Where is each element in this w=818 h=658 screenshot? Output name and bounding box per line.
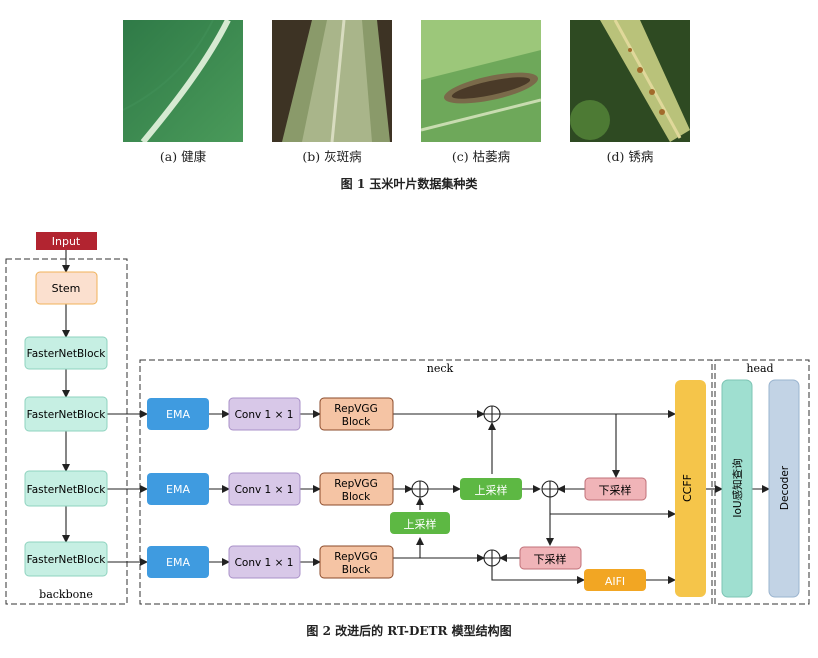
iou-query-block: IoU感知查询 [721, 379, 753, 598]
svg-text:FasterNetBlock: FasterNetBlock [27, 554, 107, 566]
figure2-caption: 图 2 改进后的 RT-DETR 模型结构图 [306, 624, 512, 638]
svg-text:FasterNetBlock: FasterNetBlock [27, 409, 107, 421]
aifi-block: AIFI [584, 569, 646, 591]
svg-text:EMA: EMA [166, 483, 190, 496]
ccff-block: CCFF [675, 380, 706, 597]
svg-text:IoU感知查询: IoU感知查询 [731, 458, 744, 517]
svg-text:CCFF: CCFF [681, 474, 694, 502]
decoder-block: Decoder [768, 379, 800, 598]
svg-text:Block: Block [342, 491, 371, 503]
caption-rust: (d) 锈病 [606, 149, 654, 164]
svg-text:下采样: 下采样 [534, 552, 567, 566]
svg-text:Conv 1 × 1: Conv 1 × 1 [235, 409, 294, 421]
head-frame [714, 359, 810, 605]
add-node-top [483, 405, 501, 423]
ema-block-1: EMA [147, 398, 209, 430]
caption-blight: (c) 枯萎病 [451, 149, 511, 164]
svg-text:Block: Block [342, 416, 371, 428]
repvgg-block-3: RepVGG Block [319, 545, 394, 579]
photo-healthy [123, 20, 243, 142]
repvgg-block-1: RepVGG Block [319, 397, 394, 431]
input-block: Input [36, 232, 97, 250]
svg-text:下采样: 下采样 [599, 483, 632, 497]
stem-block: Stem [35, 271, 98, 305]
svg-text:EMA: EMA [166, 556, 190, 569]
fasternet-block-4: FasterNetBlock [24, 541, 108, 577]
svg-text:EMA: EMA [166, 408, 190, 421]
conv-block-2: Conv 1 × 1 [228, 472, 301, 506]
fasternet-block-2: FasterNetBlock [24, 396, 108, 432]
caption-gray-leaf-spot: (b) 灰斑病 [302, 149, 362, 164]
svg-text:Conv 1 × 1: Conv 1 × 1 [235, 557, 294, 569]
svg-text:Decoder: Decoder [779, 465, 791, 510]
upsample-block-bottom: 上采样 [390, 512, 450, 534]
caption-healthy: (a) 健康 [159, 149, 207, 164]
svg-text:RepVGG: RepVGG [334, 478, 377, 490]
svg-text:FasterNetBlock: FasterNetBlock [27, 348, 107, 360]
conv-block-1: Conv 1 × 1 [228, 397, 301, 431]
backbone-label: backbone [39, 588, 93, 601]
svg-text:RepVGG: RepVGG [334, 551, 377, 563]
add-node-mid-left [411, 480, 429, 498]
figure1-caption: 图 1 玉米叶片数据集种类 [340, 177, 478, 191]
neck-label: neck [427, 362, 454, 375]
svg-text:AIFI: AIFI [605, 575, 625, 588]
photo-rust [570, 20, 690, 142]
svg-text:Block: Block [342, 564, 371, 576]
photo-gray-leaf-spot [272, 20, 392, 142]
svg-text:上采样: 上采样 [475, 483, 508, 497]
backbone-frame [5, 258, 128, 605]
stem-label: Stem [52, 282, 81, 295]
conv-block-3: Conv 1 × 1 [228, 545, 301, 579]
input-label: Input [52, 235, 81, 248]
svg-text:FasterNetBlock: FasterNetBlock [27, 484, 107, 496]
add-node-bottom [483, 549, 501, 567]
downsample-block-top: 下采样 [584, 477, 647, 501]
ema-block-2: EMA [147, 473, 209, 505]
fasternet-block-3: FasterNetBlock [24, 470, 108, 507]
add-node-mid-right [541, 480, 559, 498]
head-label: head [746, 362, 773, 375]
repvgg-block-2: RepVGG Block [319, 472, 394, 506]
svg-text:RepVGG: RepVGG [334, 403, 377, 415]
fasternet-block-1: FasterNetBlock [24, 336, 108, 370]
svg-text:Conv 1 × 1: Conv 1 × 1 [235, 484, 294, 496]
neck-frame [139, 359, 713, 605]
photo-blight [421, 20, 541, 142]
ema-block-3: EMA [147, 546, 209, 578]
upsample-block-top: 上采样 [460, 478, 522, 500]
svg-text:上采样: 上采样 [404, 517, 437, 531]
downsample-block-bottom: 下采样 [519, 546, 582, 570]
